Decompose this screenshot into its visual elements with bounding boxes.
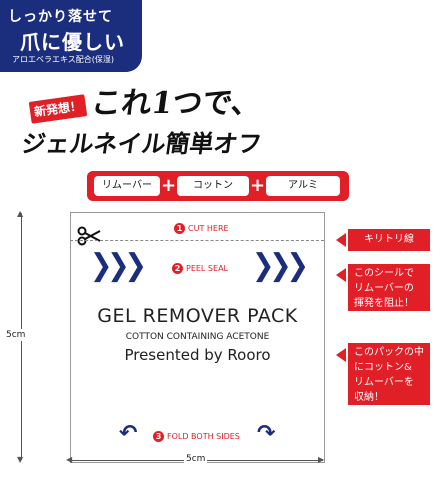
chevrons-right-left-icon: ❯❯❯ xyxy=(89,248,147,283)
cut-here-label: CUT HERE xyxy=(188,224,229,233)
pack-credit: Presented by Rooro xyxy=(124,346,271,364)
arrow-up-icon: ▲ xyxy=(17,209,24,218)
fold-both-sides-label: FOLD BOTH SIDES xyxy=(167,432,240,441)
arrow-down-icon: ▼ xyxy=(17,455,24,464)
cut-line xyxy=(70,240,324,241)
component-cotton: コットン xyxy=(177,176,249,196)
headline-sub: ジェルネイル簡単オフ xyxy=(19,129,264,158)
height-label: 5cm xyxy=(4,329,28,341)
scissors-icon xyxy=(77,226,101,246)
badge-line-1: しっかり落せて xyxy=(8,9,113,25)
step-3-icon: 3 xyxy=(153,431,164,442)
feature-badge: しっかり落せて 爪に優しい アロエベラエキス配合(保湿) xyxy=(0,0,142,72)
callout-pack-line-3: リムーバーを xyxy=(354,377,414,388)
component-aluminum: アルミ xyxy=(266,176,340,196)
arrow-right-icon: ▶ xyxy=(318,455,325,464)
pack-subtitle: COTTON CONTAINING ACETONE xyxy=(125,332,270,342)
callout-pointer-icon xyxy=(336,233,346,247)
fold-right-icon: ↷ xyxy=(257,421,276,446)
callout-seal: このシールで リムーバーの 揮発を阻止！ xyxy=(348,264,430,311)
chevrons-right-right-icon: ❯❯❯ xyxy=(251,248,309,283)
fold-left-icon: ↶ xyxy=(119,421,138,446)
callout-pack-line-4: 収納！ xyxy=(354,392,384,403)
badge-line-3: アロエベラエキス配合(保湿) xyxy=(12,55,115,64)
callout-pointer-icon xyxy=(336,268,346,282)
callout-cut-line: キリトリ線 xyxy=(348,229,430,251)
callout-seal-line-2: リムーバーの xyxy=(354,283,414,294)
callout-seal-line-1: このシールで xyxy=(354,268,414,279)
new-idea-tag: 新発想！ xyxy=(28,94,88,124)
width-label: 5cm xyxy=(184,453,208,465)
components-pill: リムーバー + コットン + アルミ xyxy=(87,171,349,201)
plus-icon: + xyxy=(161,175,177,196)
headline-main: これ1つで、 xyxy=(89,86,264,121)
callout-seal-line-3: 揮発を阻止！ xyxy=(354,298,414,309)
plus-icon: + xyxy=(250,175,266,196)
pack-title: GEL REMOVER PACK xyxy=(97,305,298,327)
step-1-icon: 1 xyxy=(174,223,185,234)
step-2-icon: 2 xyxy=(172,263,183,274)
callout-pack-line-1: このパックの中 xyxy=(354,347,424,358)
callout-pack-line-2: にコットン& xyxy=(354,362,412,373)
arrow-left-icon: ◀ xyxy=(66,455,73,464)
peel-seal-label: PEEL SEAL xyxy=(186,264,228,273)
callout-pack: このパックの中 にコットン& リムーバーを 収納！ xyxy=(348,343,430,405)
component-remover: リムーバー xyxy=(94,176,160,196)
badge-line-2: 爪に優しい xyxy=(20,30,125,54)
callout-pointer-icon xyxy=(336,348,346,362)
remover-pack: 1 CUT HERE ❯❯❯ 2 PEEL SEAL ❯❯❯ GEL REMOV… xyxy=(70,212,325,463)
